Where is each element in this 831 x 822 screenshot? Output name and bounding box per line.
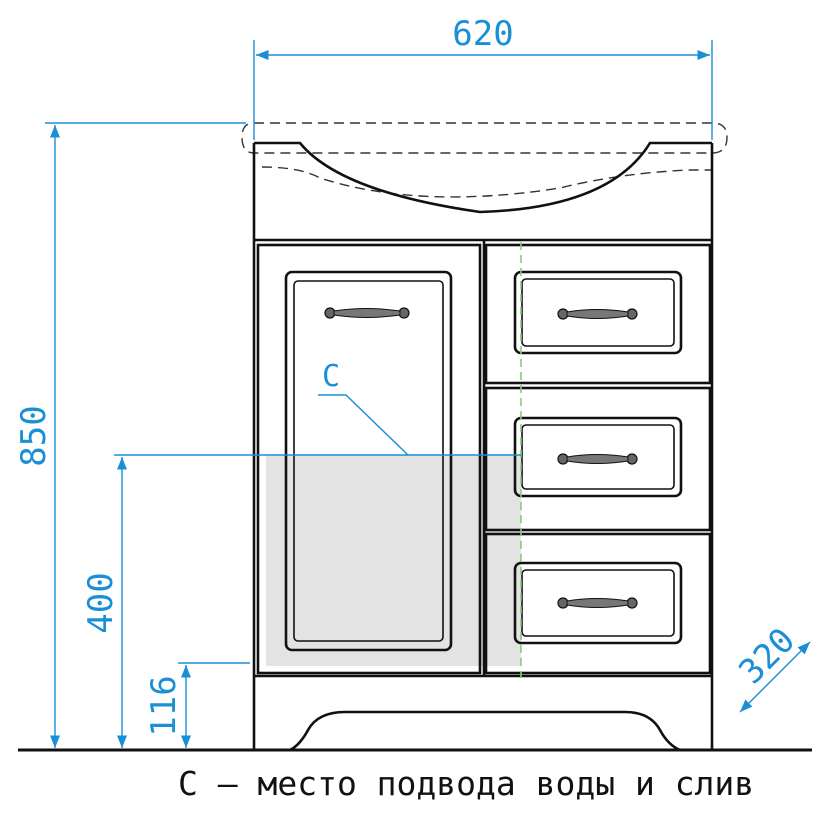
connection-zone	[266, 455, 521, 666]
connection-height-label: 400	[81, 572, 121, 633]
depth-dimension-label: 320	[731, 620, 803, 692]
washbasin-outline	[241, 122, 728, 198]
door-handle	[324, 307, 410, 319]
callout-c: С	[318, 359, 409, 456]
drawer-middle	[484, 386, 712, 532]
drawer-bottom	[484, 532, 712, 675]
plinth-height-dimension: 116	[144, 662, 250, 748]
drawer-top	[484, 243, 712, 385]
height-dimension-label: 850	[14, 405, 54, 466]
depth-dimension: 320	[731, 620, 811, 713]
connection-height-dimension: 400	[81, 454, 521, 748]
width-dimension: 620	[253, 14, 713, 140]
width-dimension-label: 620	[452, 14, 513, 54]
cabinet-door	[256, 243, 482, 675]
callout-c-label: С	[322, 359, 340, 394]
plinth-height-label: 116	[144, 675, 184, 736]
height-dimension: 850	[14, 122, 246, 748]
caption: С – место подвода воды и слив	[178, 764, 754, 803]
